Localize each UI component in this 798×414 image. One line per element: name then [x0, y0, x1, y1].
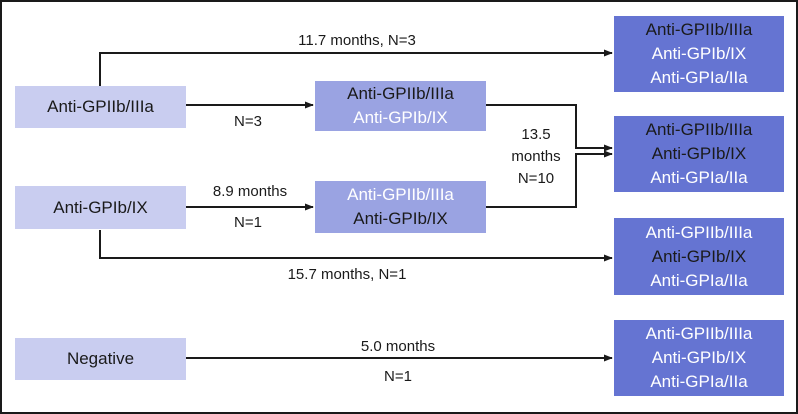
merge-label-line-1: 13.5: [521, 126, 551, 143]
node-line-2: Anti-GPIb/IX: [353, 209, 448, 228]
node-line-2: Anti-GPIb/IX: [651, 144, 747, 163]
arrow-gp2b3a-to-final1: [99, 49, 613, 87]
node-line-2: Anti-GPIb/IX: [651, 348, 747, 367]
node-mid-2: Anti-GPIIb/IIIa Anti-GPIb/IX: [315, 181, 486, 233]
node-line-3: Anti-GPIa/IIa: [650, 270, 748, 290]
node-final-1: Anti-GPIIb/IIIa Anti-GPIb/IX Anti-GPIa/I…: [614, 16, 784, 92]
node-line-3: Anti-GPIa/IIa: [650, 68, 748, 87]
node-start-anti-gp1b9: Anti-GPIb/IX: [15, 186, 186, 229]
arrow-mid2-to-final2: [486, 150, 613, 208]
node-start-anti-gp2b3a: Anti-GPIIb/IIIa: [15, 86, 186, 128]
edge-label-top-path: 11.7 months, N=3: [298, 32, 416, 49]
node-mid-1: Anti-GPIIb/IIIa Anti-GPIb/IX: [315, 81, 486, 131]
node-final-3: Anti-GPIIb/IIIa Anti-GPIb/IX Anti-GPIa/I…: [614, 218, 784, 295]
arrow-mid1-to-final2: [486, 104, 613, 152]
node-line-1: Anti-GPIIb/IIIa: [347, 185, 454, 204]
edge-label-negative-n: N=1: [384, 368, 412, 385]
node-label: Anti-GPIb/IX: [53, 197, 148, 217]
node-final-4: Anti-GPIIb/IIIa Anti-GPIb/IX Anti-GPIa/I…: [614, 320, 784, 396]
edge-label-gp1b9-time: 8.9 months: [212, 183, 288, 200]
node-line-1: Anti-GPIIb/IIIa: [645, 20, 753, 39]
node-start-negative: Negative: [15, 338, 186, 380]
merge-label-line-2: months: [511, 148, 561, 165]
node-line-2: Anti-GPIb/IX: [651, 246, 747, 266]
node-line-2: Anti-GPIb/IX: [353, 108, 448, 127]
node-line-1: Anti-GPIIb/IIIa: [645, 222, 753, 242]
arrow-gp1b9-to-final3: [99, 230, 613, 262]
edge-label-gp1b9-n: N=1: [234, 214, 262, 231]
node-line-2: Anti-GPIb/IX: [651, 44, 747, 63]
node-line-3: Anti-GPIa/IIa: [650, 168, 748, 187]
edge-label-merge: 13.5 months N=10: [511, 124, 560, 190]
node-line-1: Anti-GPIIb/IIIa: [347, 84, 454, 103]
node-final-2: Anti-GPIIb/IIIa Anti-GPIb/IX Anti-GPIa/I…: [614, 116, 784, 192]
node-label: Negative: [66, 349, 135, 368]
edge-label-negative-time: 5.0 months: [360, 338, 436, 355]
node-label: Anti-GPIIb/IIIa: [47, 97, 154, 116]
edge-label-gp2b3a-to-mid1: N=3: [234, 113, 262, 130]
node-line-1: Anti-GPIIb/IIIa: [645, 120, 753, 139]
node-line-1: Anti-GPIIb/IIIa: [645, 324, 753, 343]
merge-label-line-3: N=10: [517, 170, 555, 187]
edge-label-bottom-path: 15.7 months, N=1: [287, 266, 407, 283]
node-line-3: Anti-GPIa/IIa: [650, 372, 748, 391]
